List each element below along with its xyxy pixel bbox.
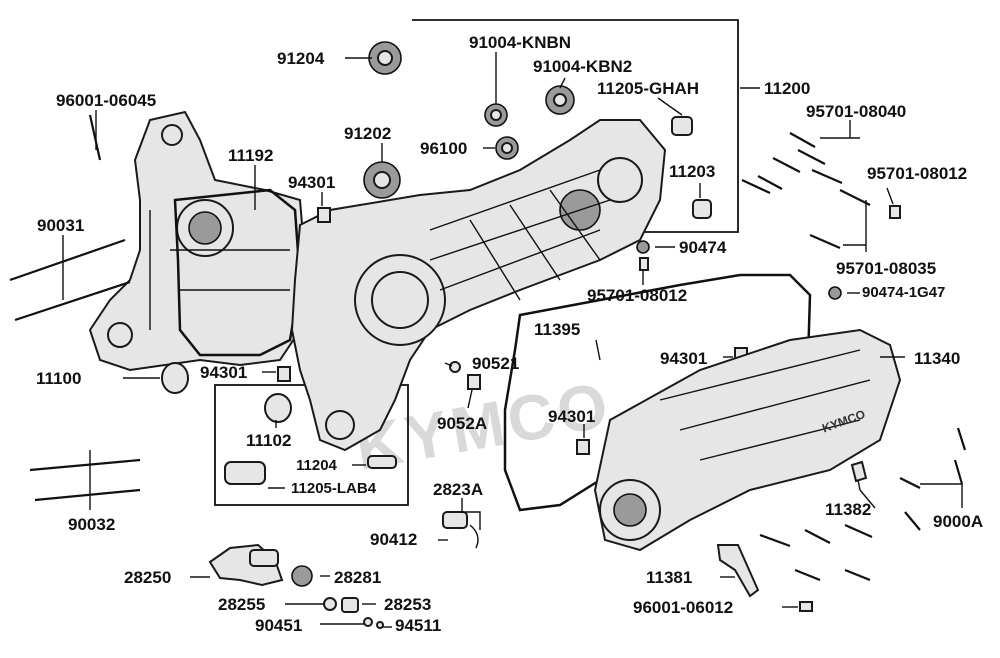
part-label-11204[interactable]: 11204 <box>296 457 337 474</box>
bushing-11102 <box>264 393 292 423</box>
part-label-90451[interactable]: 90451 <box>255 616 303 635</box>
bolt-set-95701-08040 <box>741 132 843 194</box>
part-label-90521[interactable]: 90521 <box>472 354 520 373</box>
washer-90451 <box>363 617 373 627</box>
part-label-11102[interactable]: 11102 <box>246 431 292 450</box>
part-label-28253[interactable]: 28253 <box>384 595 432 614</box>
part-label-96001-06045[interactable]: 96001-06045 <box>56 91 157 110</box>
kick-shaft-2823a <box>442 511 468 529</box>
washer-90474-1g47 <box>828 286 842 300</box>
clamp-11382 <box>850 460 868 483</box>
part-label-11382[interactable]: 11382 <box>825 500 872 519</box>
leader-lines <box>62 52 963 628</box>
part-label-94301-b[interactable]: 94301 <box>660 349 708 368</box>
part-label-95701-08012-b[interactable]: 95701-08012 <box>587 286 688 305</box>
part-label-11395[interactable]: 11395 <box>534 320 581 339</box>
bolt-95701-08012-a <box>639 257 649 271</box>
part-label-28281[interactable]: 28281 <box>334 568 382 587</box>
part-label-11205-lab4[interactable]: 11205-LAB4 <box>291 480 377 497</box>
left-case-gasket <box>173 188 302 357</box>
dowel-pin-d <box>576 439 590 455</box>
part-label-28250[interactable]: 28250 <box>124 568 172 587</box>
part-label-91204[interactable]: 91204 <box>277 49 325 68</box>
part-label-90031[interactable]: 90031 <box>37 216 85 235</box>
part-label-96001-06012[interactable]: 96001-06012 <box>633 598 734 617</box>
part-label-95701-08012-a[interactable]: 95701-08012 <box>867 164 968 183</box>
part-label-96100[interactable]: 96100 <box>420 139 468 158</box>
part-label-90412[interactable]: 90412 <box>370 530 418 549</box>
bushing-11205-ghah <box>671 116 693 136</box>
washer-90474 <box>636 240 650 254</box>
part-label-94301-a[interactable]: 94301 <box>288 173 336 192</box>
part-label-11192[interactable]: 11192 <box>228 146 274 165</box>
part-label-11205-ghah[interactable]: 11205-GHAH <box>597 79 700 98</box>
dowel-pin-a <box>317 207 331 223</box>
bushing-28253 <box>341 597 359 613</box>
part-label-94301-d[interactable]: 94301 <box>548 407 596 426</box>
part-label-28255[interactable]: 28255 <box>218 595 266 614</box>
part-label-90032[interactable]: 90032 <box>68 515 116 534</box>
part-label-94511[interactable]: 94511 <box>395 616 442 635</box>
bearing-91004-kbn2 <box>545 85 575 115</box>
part-label-95701-08040[interactable]: 95701-08040 <box>806 102 907 121</box>
plug-9052a <box>467 374 481 390</box>
washer-90521 <box>449 361 461 373</box>
bearing-91004-knbn <box>484 103 508 127</box>
bearing-91204 <box>368 41 402 75</box>
part-label-11200[interactable]: 11200 <box>764 79 811 98</box>
part-label-11100[interactable]: 11100 <box>36 369 82 388</box>
part-label-95701-08035[interactable]: 95701-08035 <box>836 259 937 278</box>
bolt-set-9000a <box>759 427 967 582</box>
part-label-11340[interactable]: 11340 <box>914 349 961 368</box>
bushing-11203 <box>692 199 712 219</box>
part-label-11381[interactable]: 11381 <box>646 568 693 587</box>
part-label-91004-kbn2[interactable]: 91004-KBN2 <box>533 57 633 76</box>
small-bolt <box>88 114 102 161</box>
bearing-91202 <box>363 161 401 199</box>
bolt-set-95701-08035 <box>809 189 871 250</box>
collar-11204 <box>367 455 397 469</box>
part-label-9000a[interactable]: 9000A <box>933 512 984 531</box>
part-label-94301-c[interactable]: 94301 <box>200 363 248 382</box>
bushing-11205-lab4 <box>224 461 266 485</box>
spring-28281 <box>291 565 313 587</box>
right-crankcase-half <box>290 119 667 452</box>
stud-bolt-upper-2 <box>14 280 131 322</box>
part-label-11203[interactable]: 11203 <box>669 162 716 181</box>
dowel-pin-c <box>277 366 291 382</box>
engine-mount-bush <box>161 362 189 394</box>
part-label-91202[interactable]: 91202 <box>344 124 392 143</box>
kick-starter-gear <box>208 543 284 587</box>
stud-bolt-lower-1 <box>29 458 141 472</box>
bolt-96001-06012 <box>799 601 813 612</box>
stud-bolt-upper-1 <box>9 238 126 282</box>
bracket-11381 <box>716 544 760 598</box>
transmission-cover: KYMCO <box>593 328 902 552</box>
part-label-2823a[interactable]: 2823A <box>433 480 484 499</box>
part-label-90474-1g47[interactable]: 90474-1G47 <box>862 284 946 301</box>
part-label-9052a[interactable]: 9052A <box>437 414 488 433</box>
part-label-91004-knbn[interactable]: 91004-KNBN <box>469 33 572 52</box>
bolt-95701-08012-b <box>889 205 901 219</box>
clip-90412 <box>469 524 479 549</box>
bearing-96100 <box>495 136 519 160</box>
part-label-90474[interactable]: 90474 <box>679 238 727 257</box>
clip-94511 <box>376 621 384 629</box>
washer-28255 <box>323 597 337 611</box>
stud-bolt-lower-2 <box>34 488 141 502</box>
